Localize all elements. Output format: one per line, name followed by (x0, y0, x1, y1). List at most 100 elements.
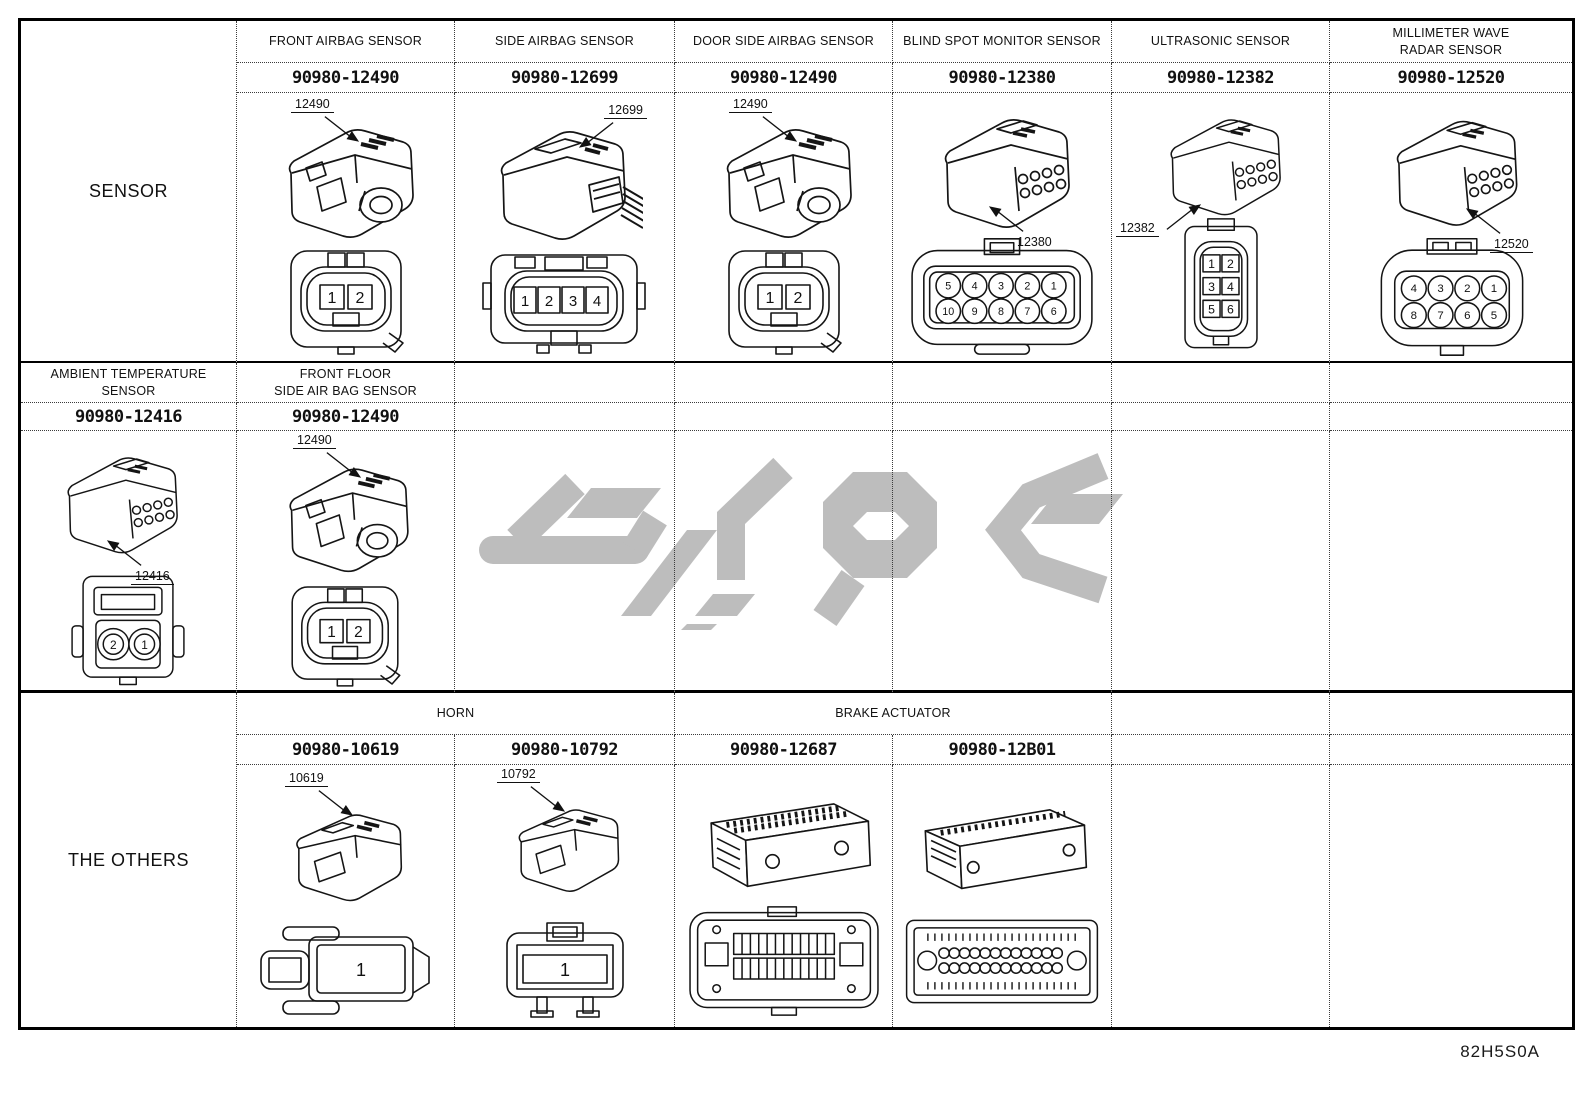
callout-label: 12382 (1116, 221, 1159, 237)
pin-number: 2 (110, 638, 117, 652)
doc-code: 82H5S0A (1460, 1042, 1540, 1061)
callout: 12490 (293, 433, 367, 485)
pin-number: 8 (1411, 310, 1417, 322)
callout-arrow-icon (318, 789, 354, 817)
callout: 12490 (729, 97, 803, 149)
connector-cell-ultrasonic: 12382 1 2 3 4 5 6 (1112, 93, 1330, 363)
connector-cell-door-side-airbag: 12490 1 2 (675, 93, 893, 363)
pin-number: 8 (998, 306, 1004, 318)
callout-arrow-icon (1465, 207, 1501, 235)
pin-number: 3 (1437, 283, 1443, 295)
empty-cell (675, 363, 893, 403)
empty-cell (893, 403, 1112, 431)
callout-label: 10619 (285, 771, 328, 787)
empty-cell (893, 431, 1112, 693)
callout-arrow-icon (578, 121, 614, 149)
pin-number: 2 (1024, 281, 1030, 293)
empty-cell (1112, 403, 1330, 431)
callout-arrow-icon (106, 539, 142, 567)
callout: 10619 (285, 771, 359, 823)
pin-number: 1 (766, 290, 775, 307)
callout: 12699 (573, 103, 647, 155)
pin-number: 5 (1208, 303, 1215, 317)
connector-face-drawing: 2 1 (71, 575, 185, 686)
section-label-text: SENSOR (88, 180, 169, 201)
pin-number: 4 (1411, 283, 1418, 295)
empty-cell (893, 363, 1112, 403)
title-side-airbag-sensor: SIDE AIRBAG SENSOR (455, 21, 675, 63)
pin-number: 1 (141, 638, 148, 652)
pin-number: 9 (972, 306, 978, 318)
empty-cell (1112, 765, 1330, 1027)
connector-cell-horn-10619: 10619 1 (237, 765, 455, 1027)
callout-label: 12490 (291, 97, 334, 113)
callout-arrow-icon (988, 205, 1024, 233)
section-label-sensor: SENSOR (21, 21, 237, 363)
part-number: 90980-12520 (1330, 63, 1572, 93)
callout: 12520 (1465, 201, 1533, 253)
part-number: 90980-12380 (893, 63, 1112, 93)
connector-cell-horn-10792: 10792 1 (455, 765, 675, 1027)
pin-number: 2 (794, 290, 803, 307)
part-number: 90980-12687 (675, 735, 893, 765)
callout-label: 12490 (293, 433, 336, 449)
pin-number: 5 (945, 281, 951, 293)
pin-number: 4 (593, 293, 601, 310)
empty-cell (675, 403, 893, 431)
title-ultrasonic-sensor: ULTRASONIC SENSOR (1112, 21, 1330, 63)
pin-number: 7 (1437, 310, 1443, 322)
pin-number: 1 (356, 960, 366, 980)
part-number: 90980-12699 (455, 63, 675, 93)
empty-cell (1112, 735, 1330, 765)
callout-label: 12416 (131, 569, 174, 585)
section-label-text: THE OTHERS (67, 849, 189, 870)
pin-number: 1 (1208, 257, 1215, 271)
connector-face-drawing: 1 (260, 926, 430, 1015)
empty-cell (455, 363, 675, 403)
empty-cell (675, 431, 893, 693)
catalog-table: SENSOR FRONT AIRBAG SENSOR SIDE AIRBAG S… (18, 18, 1575, 1030)
connector-cell-front-airbag: 12490 1 2 (237, 93, 455, 363)
callout-arrow-icon (326, 451, 362, 479)
callout: 12490 (291, 97, 365, 149)
empty-cell (1330, 363, 1572, 403)
callout-label: 12520 (1490, 237, 1533, 253)
title-horn: HORN (237, 693, 675, 735)
empty-cell (1330, 735, 1572, 765)
part-number: 90980-12490 (237, 403, 455, 431)
callout: 12380 (988, 199, 1056, 251)
empty-cell (1330, 403, 1572, 431)
connector-face-drawing: 1 2 3 4 (482, 254, 646, 354)
pin-number: 6 (1051, 306, 1057, 318)
callout-label: 12699 (604, 103, 647, 119)
empty-cell (455, 403, 675, 431)
part-number: 90980-10619 (237, 735, 455, 765)
connector-face-drawing: 4 3 2 1 8 7 6 5 (1380, 237, 1524, 356)
pin-number: 1 (1051, 281, 1057, 293)
pin-number: 7 (1024, 306, 1030, 318)
pin-number: 1 (328, 290, 337, 307)
connector-cell-brake-12B01 (893, 765, 1112, 1027)
pin-number: 4 (1227, 280, 1234, 294)
empty-cell (1112, 693, 1330, 735)
callout-arrow-icon (324, 115, 360, 143)
title-door-side-airbag-sensor: DOOR SIDE AIRBAG SENSOR (675, 21, 893, 63)
callout-label: 10792 (497, 767, 540, 783)
connector-face-drawing (689, 906, 879, 1016)
section-label-the-others: THE OTHERS (21, 693, 237, 1027)
connector-face-drawing: 1 (506, 922, 624, 1018)
pin-number: 3 (1208, 280, 1215, 294)
callout-arrow-icon (530, 785, 566, 813)
pin-number: 3 (569, 293, 577, 310)
pin-number: 3 (998, 281, 1004, 293)
part-number: 90980-12416 (21, 403, 237, 431)
connector-face-drawing: 5 4 3 2 1 10 9 8 7 6 (911, 238, 1093, 355)
title-brake-actuator: BRAKE ACTUATOR (675, 693, 1112, 735)
title-blind-spot-monitor-sensor: BLIND SPOT MONITOR SENSOR (893, 21, 1112, 63)
part-number: 90980-12490 (237, 63, 455, 93)
connector-cell-side-airbag: 12699 1 2 3 4 (455, 93, 675, 363)
connector-cell-blind-spot: 12380 5 4 3 2 1 10 9 8 7 6 (893, 93, 1112, 363)
callout: 12416 (106, 533, 174, 585)
pin-number: 1 (521, 293, 529, 310)
